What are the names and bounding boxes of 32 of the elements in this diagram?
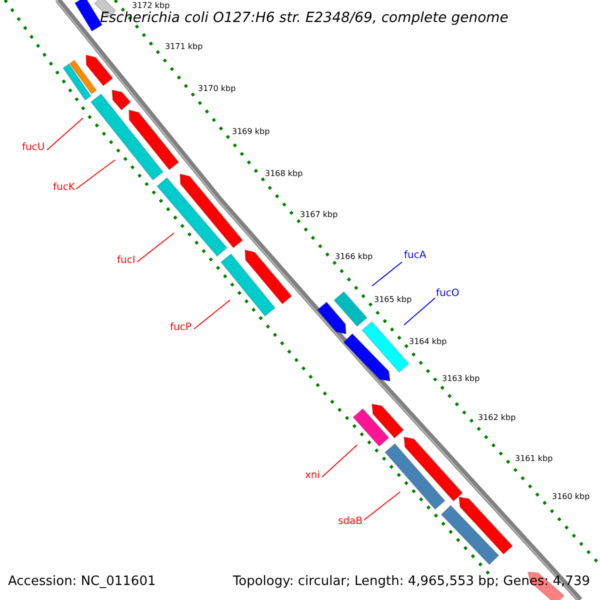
scale-label: 3161 kbp [515, 455, 553, 463]
scale-label: 3162 kbp [478, 414, 516, 422]
genome-summary-text: Topology: circular; Length: 4,965,553 bp; Genes: 4,739 [232, 575, 590, 588]
scale-label: 3163 kbp [442, 375, 480, 383]
leader-line [364, 492, 400, 520]
scale-label: 3168 kbp [265, 170, 303, 178]
leader-line [404, 298, 436, 326]
scale-label: 3164 kbp [409, 338, 447, 346]
leader-line [136, 232, 174, 262]
gene-label: sdaB [338, 517, 363, 527]
scale-label: 3166 kbp [335, 253, 373, 261]
gene-label: fucA [404, 251, 426, 261]
leader-line [46, 118, 84, 150]
scale-label: 3167 kbp [300, 211, 338, 219]
scale-label: 3170 kbp [198, 85, 236, 93]
scale-label: 3171 kbp [165, 43, 203, 51]
scale-label: 3165 kbp [374, 296, 412, 304]
genome-title: Escherichia coli O127:H6 str. E2348/69, complete genome [100, 11, 508, 25]
gene-label: fucU [22, 143, 45, 153]
leader-line [76, 160, 116, 190]
gene-label: xni [305, 471, 320, 481]
leader-line [372, 262, 402, 286]
gene-label: fucP [170, 323, 192, 333]
accession-text: Accession: NC_011601 [8, 575, 156, 588]
gene-label: fucI [117, 256, 136, 266]
scale-label: 3172 kbp [132, 2, 170, 10]
gene-label: fucO [436, 289, 460, 299]
leader-line [194, 300, 230, 330]
scale-label: 3169 kbp [232, 128, 270, 136]
leader-line [322, 444, 358, 478]
scale-label: 3160 kbp [552, 493, 590, 501]
gene-label: fucK [53, 183, 75, 193]
